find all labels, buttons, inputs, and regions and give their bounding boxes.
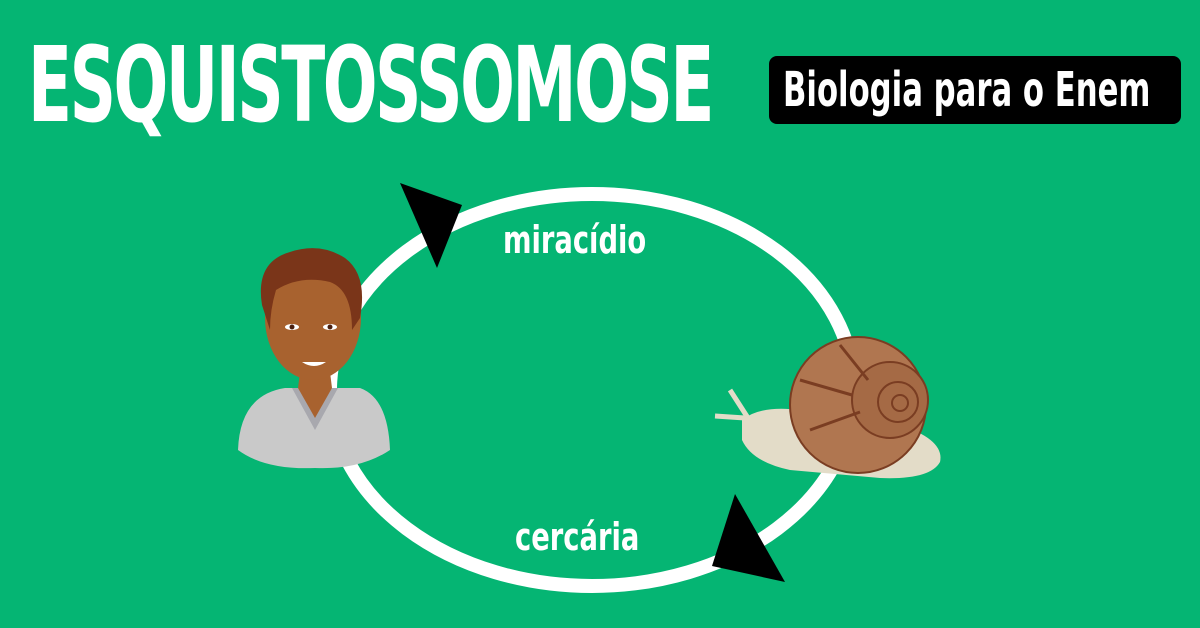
arrow-up-left-icon <box>400 183 462 268</box>
page-title: ESQUISTOSSOMOSE <box>28 24 714 146</box>
human-host-icon <box>238 248 390 469</box>
miracidium-label: miracídio <box>503 218 647 262</box>
snail-host-icon <box>714 336 941 479</box>
cercaria-label: cercária <box>515 515 640 559</box>
subject-badge-label: Biologia para o Enem <box>783 62 1151 118</box>
arrow-down-right-icon <box>712 494 785 582</box>
subject-badge: Biologia para o Enem <box>769 56 1181 124</box>
